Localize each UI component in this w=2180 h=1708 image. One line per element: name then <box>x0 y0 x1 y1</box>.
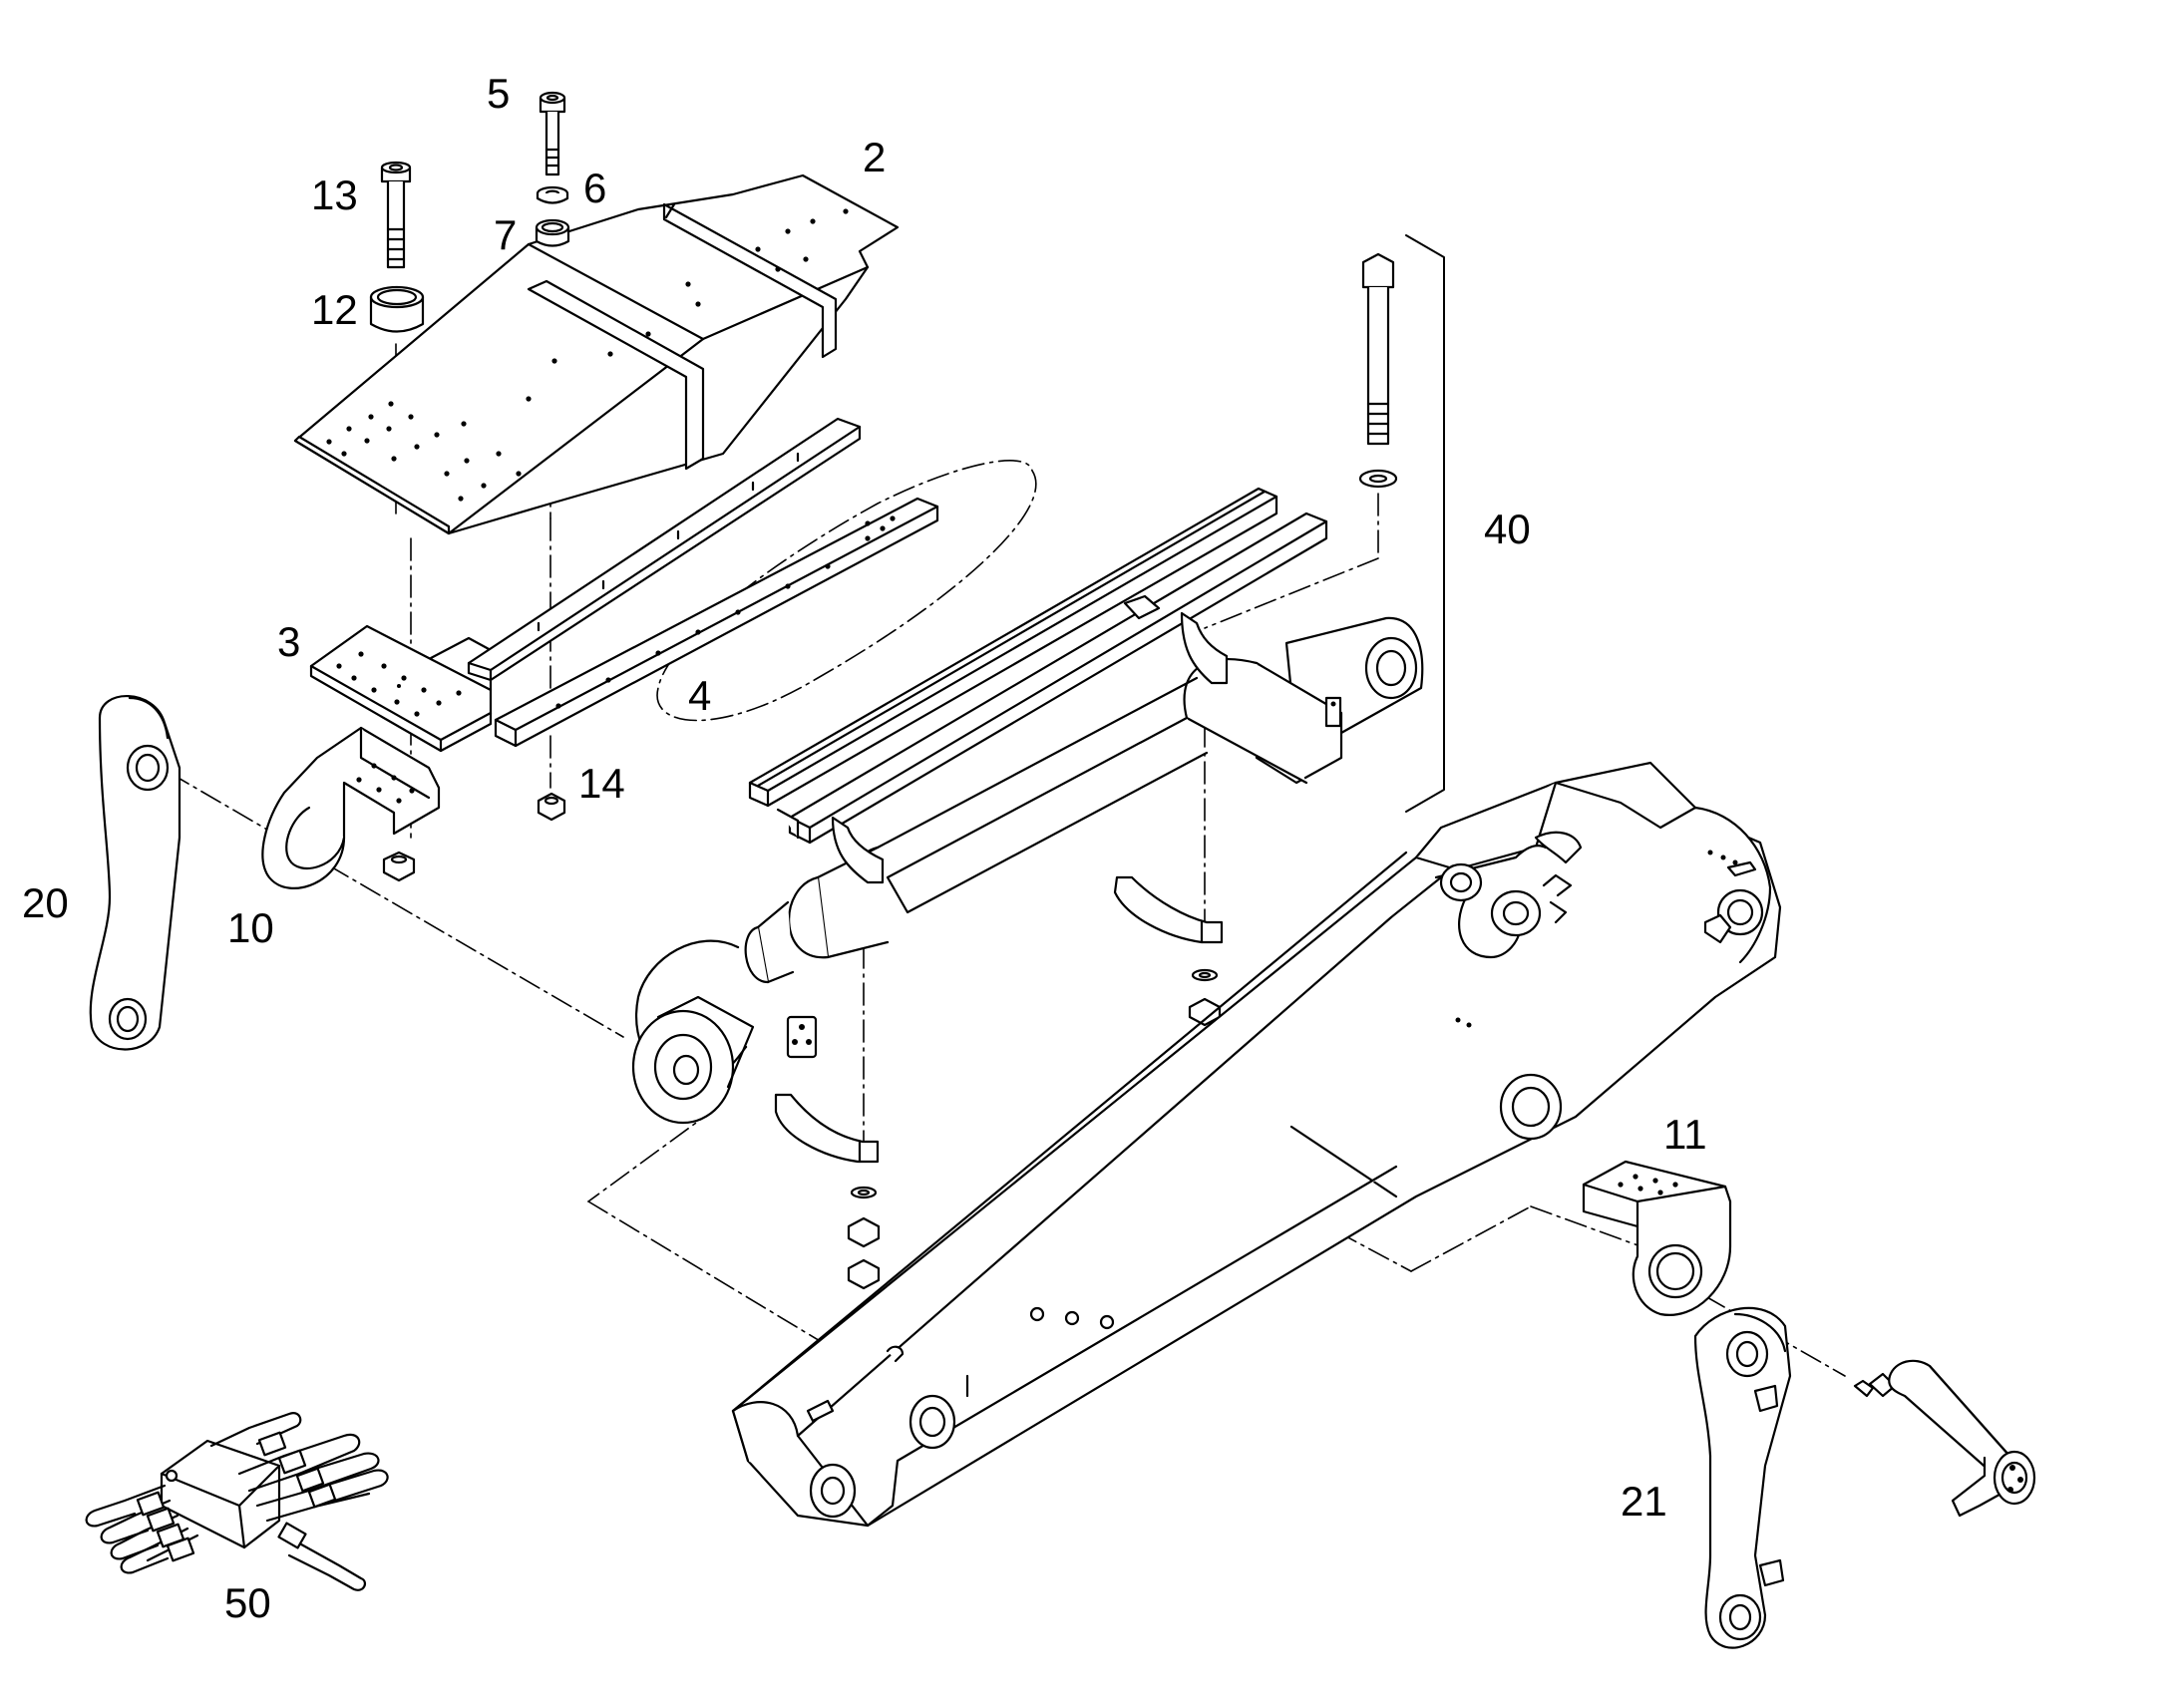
callout-40: 40 <box>1484 506 1531 552</box>
part-13-bolt <box>382 163 410 267</box>
callout-20: 20 <box>22 879 69 926</box>
callout-7: 7 <box>494 211 517 258</box>
callout-12: 12 <box>311 286 358 333</box>
callout-14: 14 <box>578 760 625 807</box>
callout-10: 10 <box>227 904 274 951</box>
part-50-valve-manifold <box>87 1413 388 1590</box>
callout-5: 5 <box>487 70 510 117</box>
rail-clamps <box>833 596 1227 882</box>
callout-6: 6 <box>583 165 606 211</box>
boom-arm <box>733 763 1780 1526</box>
part-40-bolt <box>1360 254 1396 487</box>
hydraulic-cylinder <box>633 618 1422 1123</box>
callout-2: 2 <box>863 134 886 180</box>
bracket-40 <box>1405 234 1445 813</box>
part-12-bushing <box>371 287 423 332</box>
pin-with-lock-plate <box>1855 1361 2034 1516</box>
part-3-plate <box>311 626 491 751</box>
lower-clamp-left <box>776 1095 879 1288</box>
part-10-bracket <box>262 728 439 888</box>
callout-13: 13 <box>311 171 358 218</box>
part-11-bracket <box>1584 1162 1730 1315</box>
part-2-cover <box>295 175 898 533</box>
callout-21: 21 <box>1621 1478 1667 1525</box>
part-6-washer <box>538 187 567 203</box>
callout-3: 3 <box>277 618 300 665</box>
part-20-link <box>91 696 180 1049</box>
cover-holes <box>326 208 849 502</box>
callout-4: 4 <box>688 672 711 719</box>
rail-left <box>750 489 1276 806</box>
callout-50: 50 <box>224 1579 271 1626</box>
part-4-strip-lower <box>496 499 937 746</box>
part-7-bushing <box>537 220 568 246</box>
part-14-nut <box>539 794 564 820</box>
part-5-bolt <box>541 93 564 174</box>
part-4-strip-upper <box>469 419 860 680</box>
rail-right <box>778 513 1326 843</box>
callout-labels: 2 3 4 5 6 7 10 11 12 13 14 20 21 40 50 <box>22 70 1707 1626</box>
callout-11: 11 <box>1663 1111 1707 1158</box>
part-21-link <box>1695 1308 1790 1648</box>
